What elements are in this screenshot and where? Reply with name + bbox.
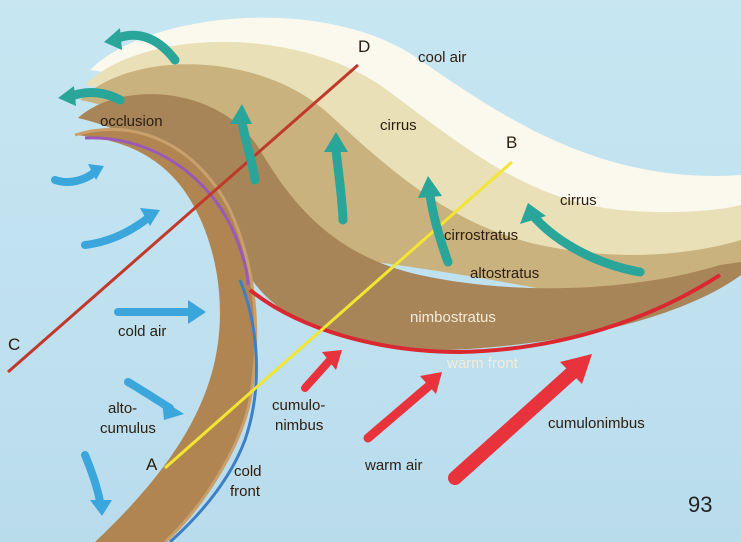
label-nimbostratus: nimbostratus: [410, 309, 496, 326]
label-cirrostratus: cirrostratus: [444, 227, 518, 244]
label-altostratus: altostratus: [470, 265, 539, 282]
label-occlusion: occlusion: [100, 113, 163, 130]
label-altocumulus-2: cumulus: [100, 420, 156, 437]
label-cumulonimbus-left-1: cumulo-: [272, 397, 325, 414]
label-cold-front-2: front: [230, 483, 261, 500]
label-cumulonimbus-left-2: nimbus: [275, 417, 323, 434]
page-number: 93: [688, 492, 712, 517]
label-altocumulus-1: alto-: [108, 400, 137, 417]
label-point-d: D: [358, 37, 370, 56]
label-cirrus-top: cirrus: [380, 117, 417, 134]
label-warm-air: warm air: [364, 457, 423, 474]
label-cirrus-right: cirrus: [560, 192, 597, 209]
label-point-c: C: [8, 335, 20, 354]
label-point-b: B: [506, 133, 517, 152]
label-cumulonimbus-right: cumulonimbus: [548, 415, 645, 432]
label-cold-air: cold air: [118, 323, 166, 340]
label-warm-front: warm front: [446, 355, 519, 372]
label-cool-air: cool air: [418, 49, 466, 66]
label-point-a: A: [146, 455, 158, 474]
label-cold-front-1: cold: [234, 463, 262, 480]
